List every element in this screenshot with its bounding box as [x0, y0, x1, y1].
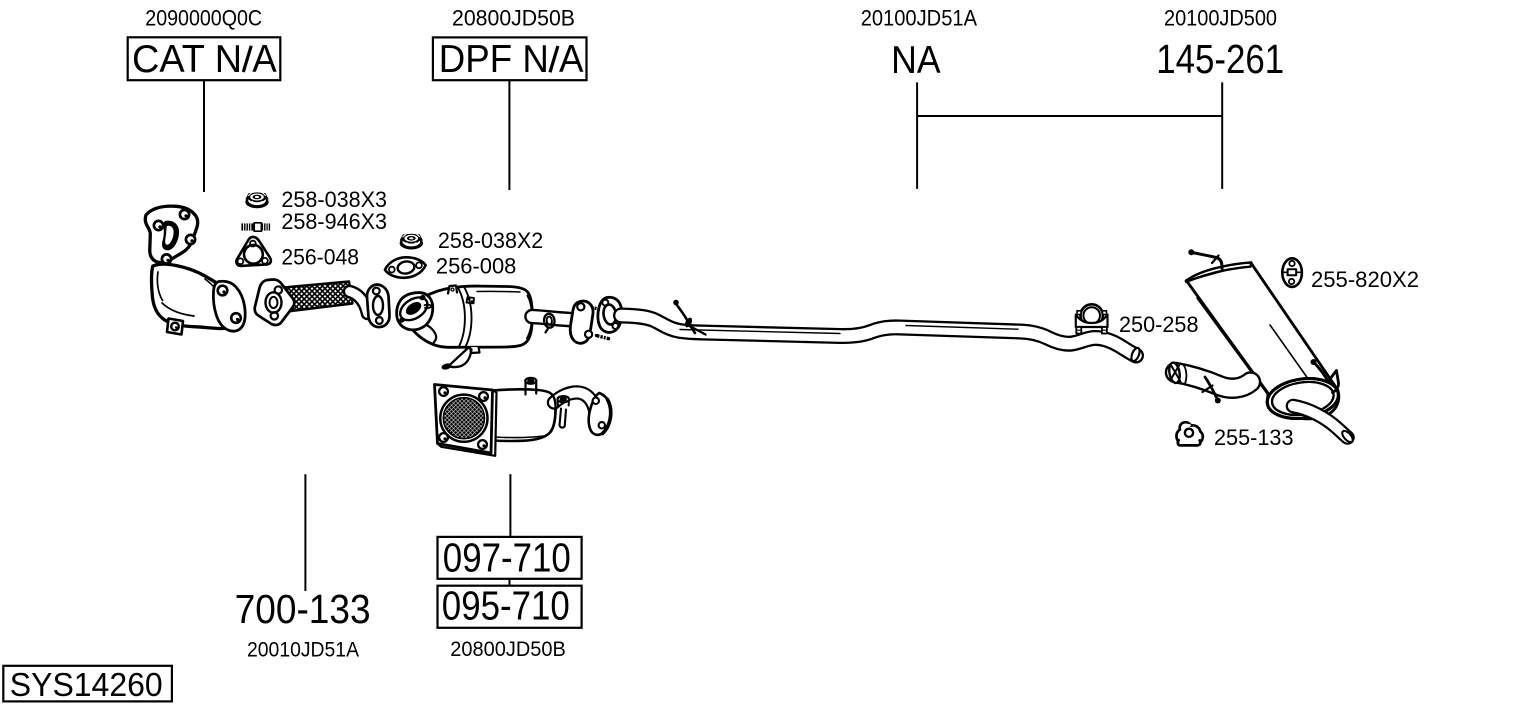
svg-text:20010JD51A: 20010JD51A: [247, 639, 359, 662]
svg-text:20800JD50B: 20800JD50B: [452, 5, 575, 30]
svg-text:258-946X3: 258-946X3: [281, 209, 387, 234]
svg-text:20100JD500: 20100JD500: [1164, 5, 1277, 30]
svg-text:255-820X2: 255-820X2: [1311, 267, 1419, 292]
svg-text:250-258: 250-258: [1119, 312, 1199, 337]
svg-text:2090000Q0C: 2090000Q0C: [145, 5, 262, 30]
svg-text:256-008: 256-008: [436, 254, 517, 279]
svg-text:20800JD50B: 20800JD50B: [450, 638, 566, 661]
svg-text:A: A: [559, 38, 584, 81]
svg-text:A: A: [252, 38, 276, 81]
svg-text:145-261: 145-261: [1156, 36, 1284, 82]
svg-text:DPF N: DPF N: [439, 38, 549, 81]
svg-text:NA: NA: [891, 39, 941, 82]
svg-text:095-710: 095-710: [442, 583, 570, 629]
svg-text:258-038X3: 258-038X3: [281, 187, 387, 212]
svg-text:255-133: 255-133: [1214, 425, 1294, 450]
svg-text:256-048: 256-048: [281, 245, 359, 270]
svg-text:CAT N: CAT N: [132, 38, 242, 81]
svg-text:097-710: 097-710: [443, 534, 571, 580]
svg-text:258-038X2: 258-038X2: [438, 228, 543, 253]
svg-text:700-133: 700-133: [235, 586, 371, 632]
svg-text:SYS14260: SYS14260: [10, 666, 163, 703]
svg-text:20100JD51A: 20100JD51A: [861, 5, 978, 30]
